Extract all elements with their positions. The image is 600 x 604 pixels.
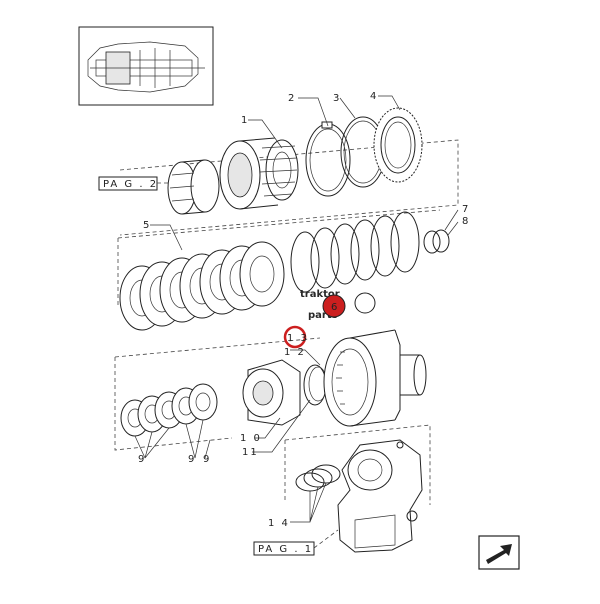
- callout-4: 4: [370, 91, 378, 102]
- thumbnail-overview: [78, 26, 214, 106]
- page-ref-bottom-leader: [313, 529, 339, 549]
- callout-3: 3: [333, 93, 341, 104]
- part-4-gear-ring: [373, 107, 423, 183]
- callout-9-a: 9: [138, 454, 146, 465]
- page-ref-top[interactable]: PA G . 2: [98, 176, 175, 191]
- group-frame-lower-right: [284, 424, 431, 505]
- splined-sleeve: [167, 159, 220, 215]
- thumbnail-details: [139, 48, 171, 88]
- part-1-clutch-hub: [219, 137, 299, 210]
- page-ref-bottom[interactable]: PA G . 1: [253, 529, 339, 556]
- page-ref-bottom-label: PA G . 1: [258, 544, 313, 555]
- part-10-bearing-hub: [242, 359, 301, 426]
- watermark-badge: [322, 294, 346, 318]
- callout-14: 1 4: [268, 518, 290, 529]
- page-ref-top-label: PA G . 2: [103, 179, 158, 190]
- group-frame-middle: [117, 209, 441, 305]
- callout-10: 1 0: [240, 433, 262, 444]
- callout-9-c: 9: [203, 454, 211, 465]
- part-7-8-small-rings: [423, 229, 450, 254]
- arrow-next-icon[interactable]: [478, 535, 520, 570]
- callout-9-b: 9: [188, 454, 196, 465]
- page-ref-bottom-box[interactable]: [253, 541, 315, 556]
- part-2-snap-ring: [305, 121, 351, 197]
- callout-11: 11: [242, 447, 259, 458]
- callout-7: 7: [462, 204, 470, 215]
- transmission-housing: [337, 439, 423, 553]
- highlight-circle-13[interactable]: [283, 325, 307, 349]
- part-9-belleville-washers: [120, 383, 218, 437]
- part-11-ring: [303, 364, 328, 406]
- callout-2: 2: [288, 93, 296, 104]
- watermark-logo: traktor parts 6: [300, 289, 376, 321]
- callout-5: 5: [143, 220, 151, 231]
- leader-lines: [134, 95, 459, 523]
- part-5-clutch-plate-stack: [119, 241, 285, 331]
- thumbnail-housing: [87, 41, 199, 93]
- watermark-line2: parts: [308, 310, 338, 321]
- thumbnail-frame: [78, 26, 214, 106]
- callout-8: 8: [462, 216, 470, 227]
- watermark-badge-label: 6: [331, 302, 339, 313]
- callout-13: 1 3: [287, 333, 309, 344]
- watermark-wheel-icon: [354, 292, 376, 314]
- page-ref-top-box[interactable]: [98, 176, 158, 191]
- clutch-drum: [323, 329, 427, 427]
- callout-12: 1 2: [284, 347, 306, 358]
- coil-spring: [290, 211, 420, 293]
- watermark-line1: traktor: [300, 289, 340, 300]
- callout-1: 1: [241, 115, 249, 126]
